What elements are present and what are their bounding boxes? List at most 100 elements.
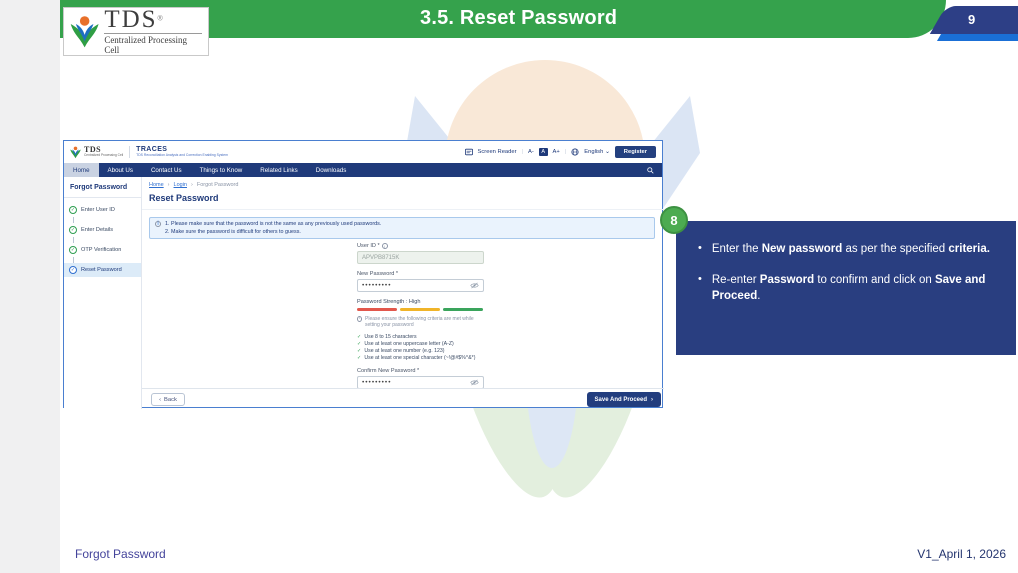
step-label: OTP Verification bbox=[81, 247, 122, 253]
alert-line-1: 1. Please make sure that the password is… bbox=[165, 221, 382, 227]
bullet-icon: • bbox=[698, 273, 702, 286]
registered-mark: ® bbox=[157, 15, 163, 23]
check-icon: ✓ bbox=[357, 354, 362, 361]
breadcrumb-login-link[interactable]: Login bbox=[173, 182, 187, 188]
portal-main: Home › Login › Forgot Password Reset Pas… bbox=[142, 177, 664, 409]
step-enter-user-id[interactable]: ✓ Enter User ID bbox=[64, 203, 141, 217]
info-icon: i bbox=[357, 315, 362, 322]
step-done-icon: ✓ bbox=[69, 206, 77, 214]
callout-bullet: • Re-enter Password to confirm and click… bbox=[692, 272, 1000, 304]
header-sep: | bbox=[521, 149, 524, 155]
portal-brand: TDS Centralized Processing Cell bbox=[84, 146, 123, 157]
portal-header: TDS Centralized Processing Cell TRACES T… bbox=[64, 141, 662, 163]
screen-reader-link[interactable]: Screen Reader bbox=[477, 149, 517, 155]
chevron-down-icon: ⌄ bbox=[604, 149, 610, 155]
slide-footer-title: Forgot Password bbox=[75, 547, 166, 561]
nav-item-related-links[interactable]: Related Links bbox=[260, 166, 298, 174]
chevron-right-icon: › bbox=[651, 396, 653, 403]
register-button[interactable]: Register bbox=[614, 146, 656, 158]
font-decrease-button[interactable]: A- bbox=[528, 149, 534, 155]
new-password-value: ••••••••• bbox=[362, 282, 392, 289]
eye-off-icon[interactable] bbox=[470, 379, 479, 386]
save-and-proceed-button[interactable]: Save And Proceed › bbox=[586, 392, 661, 407]
portal-brand-text: TDS bbox=[84, 145, 102, 155]
new-password-field[interactable]: ••••••••• bbox=[357, 279, 484, 292]
banner-accent-strip bbox=[936, 34, 1018, 41]
portal-product-tagline: TDS Reconciliation Analysis and Correcti… bbox=[136, 153, 228, 158]
check-icon: ✓ bbox=[357, 333, 362, 340]
nav-item-home[interactable]: Home bbox=[64, 163, 99, 177]
step-connector bbox=[73, 217, 141, 223]
slide-footer-version: V1_April 1, 2026 bbox=[917, 547, 1006, 561]
step-connector bbox=[73, 257, 141, 263]
step-connector bbox=[73, 237, 141, 243]
instruction-callout: • Enter the New password as per the spec… bbox=[676, 221, 1016, 355]
nav-item-contact-us[interactable]: Contact Us bbox=[150, 166, 182, 174]
footer-divider bbox=[142, 388, 664, 389]
screen-reader-icon bbox=[464, 148, 473, 156]
password-info-alert: i 1. Please make sure that the password … bbox=[149, 217, 655, 239]
step-reset-password[interactable]: ✓ Reset Password bbox=[64, 263, 141, 277]
user-id-field: APVPB8715K bbox=[357, 251, 484, 264]
breadcrumb-current: Forgot Password bbox=[196, 182, 239, 188]
password-criteria-list: ✓Use 8 to 15 characters ✓Use at least on… bbox=[357, 334, 484, 362]
nav-item-things-to-know[interactable]: Things to Know bbox=[199, 166, 243, 174]
breadcrumb: Home › Login › Forgot Password bbox=[149, 182, 238, 188]
new-password-label: New Password * bbox=[357, 271, 399, 277]
strength-bar-strong bbox=[443, 308, 483, 311]
page-number: 9 bbox=[967, 12, 976, 27]
back-button[interactable]: ‹ Back bbox=[151, 393, 185, 406]
step-active-icon: ✓ bbox=[69, 266, 77, 274]
check-icon: ✓ bbox=[357, 340, 362, 347]
logo-brand-text: TDS bbox=[104, 6, 158, 33]
step-number-badge: 8 bbox=[660, 206, 688, 234]
search-icon[interactable] bbox=[639, 163, 662, 177]
criteria-item: ✓Use at least one special character (~!@… bbox=[357, 354, 476, 361]
sidebar-title: Forgot Password bbox=[64, 177, 141, 198]
step-label: Reset Password bbox=[81, 267, 122, 273]
password-strength-label: Password Strength : High bbox=[357, 299, 421, 305]
chevron-left-icon: ‹ bbox=[159, 396, 162, 403]
step-enter-details[interactable]: ✓ Enter Details bbox=[64, 223, 141, 237]
alert-line-2: 2. Make sure the password is difficult f… bbox=[165, 228, 301, 235]
info-icon: i bbox=[155, 221, 161, 227]
language-label: English bbox=[584, 149, 604, 155]
page-title: Reset Password bbox=[149, 193, 219, 203]
criteria-item: ✓Use at least one uppercase letter (A-Z) bbox=[357, 340, 454, 347]
portal-brand-sub: Centralized Processing Cell bbox=[84, 153, 124, 158]
font-normal-button[interactable]: A bbox=[538, 148, 548, 156]
info-icon: i bbox=[381, 243, 388, 249]
breadcrumb-home-link[interactable]: Home bbox=[149, 182, 164, 188]
wizard-sidebar: Forgot Password ✓ Enter User ID ✓ Enter … bbox=[64, 177, 142, 409]
eye-off-icon[interactable] bbox=[470, 282, 479, 289]
tds-cpc-logo: TDS® Centralized Processing Cell bbox=[63, 7, 209, 56]
confirm-password-field[interactable]: ••••••••• bbox=[357, 375, 484, 389]
criteria-note: i Please ensure the following criteria a… bbox=[357, 315, 484, 329]
breadcrumb-sep: › bbox=[167, 182, 170, 188]
header-sep2: | bbox=[564, 149, 567, 155]
confirm-password-value: ••••••••• bbox=[362, 378, 392, 386]
strength-bar-medium bbox=[400, 308, 440, 311]
font-increase-button[interactable]: A+ bbox=[552, 149, 560, 155]
language-selector[interactable]: English ⌄ bbox=[584, 149, 610, 155]
breadcrumb-sep: › bbox=[190, 182, 193, 188]
left-margin-strip bbox=[0, 0, 60, 573]
header-divider bbox=[129, 146, 131, 158]
portal-nav: Home About Us Contact Us Things to Know … bbox=[64, 163, 662, 177]
criteria-item: ✓Use at least one number (e.g. 123) bbox=[357, 347, 445, 354]
portal-product: TRACES TDS Reconciliation Analysis and C… bbox=[136, 146, 228, 158]
traces-portal-screenshot: TDS Centralized Processing Cell TRACES T… bbox=[63, 140, 664, 409]
reset-password-form: User ID * i APVPB8715K New Password * ••… bbox=[357, 243, 484, 389]
portal-body: Forgot Password ✓ Enter User ID ✓ Enter … bbox=[64, 177, 664, 409]
strength-bar-weak bbox=[357, 308, 397, 311]
nav-item-downloads[interactable]: Downloads bbox=[315, 166, 347, 174]
logo-subtitle: Centralized Processing Cell bbox=[104, 33, 202, 55]
user-id-label: User ID * i bbox=[357, 243, 484, 249]
nav-item-about-us[interactable]: About Us bbox=[107, 166, 133, 174]
page-number-tab: 9 bbox=[929, 6, 1018, 34]
step-otp-verification[interactable]: ✓ OTP Verification bbox=[64, 243, 141, 257]
callout-bullet: • Enter the New password as per the spec… bbox=[692, 241, 1000, 257]
step-label: Enter User ID bbox=[81, 207, 115, 213]
tds-flower-icon bbox=[70, 15, 99, 47]
